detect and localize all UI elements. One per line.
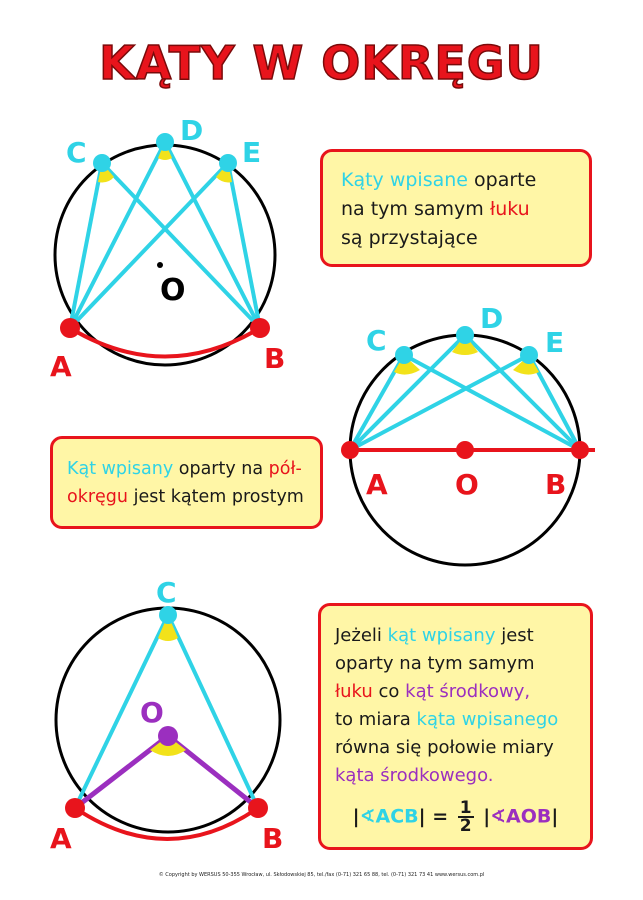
label-a-3: A [50,822,72,855]
arc-ab-3 [73,806,260,841]
label-o-1: O [160,273,186,308]
info-box-central-angle: Jeżeli kąt wpisany jest oparty na tym sa… [318,603,593,850]
inscribed-chords-3 [73,614,260,809]
label-c-1: C [66,136,87,169]
diagram-inscribed-angles-same-arc: C D E O A B [50,120,285,383]
diagram-inscribed-vs-central-angle: C O A B [50,576,283,855]
circle-1 [53,143,277,367]
label-b-2: B [545,468,566,501]
label-d-1: D [180,120,203,147]
vertices-2 [341,326,589,459]
chords-2 [348,333,582,452]
info-box-same-arc: Kąty wpisane oparte na tym samym łuku są… [320,149,592,267]
chords-1 [68,141,262,330]
label-d-2: D [480,302,503,335]
label-c-3: C [156,576,177,609]
info-box-semicircle: Kąt wpisany oparty na pół- okręgu jest k… [50,436,323,529]
label-o-2: O [455,468,479,501]
label-b-3: B [262,822,283,855]
vertices-3 [65,606,268,818]
footer-copyright: © Copyright by WERSUS 50-355 Wrocław, ul… [158,872,485,878]
label-a-1: A [50,350,72,383]
vertices-1 [60,133,270,338]
angle-marks-2 [394,335,539,375]
label-e-2: E [545,326,564,359]
label-a-2: A [366,468,388,501]
label-b-1: B [264,342,285,375]
page-title: KĄTY W OKRĘGU [98,35,544,91]
arc-ab-1 [68,326,262,359]
diagram-inscribed-angle-semicircle: C D E A O B [341,302,595,567]
label-o-3: O [140,696,164,729]
label-c-2: C [366,324,387,357]
label-e-1: E [242,136,261,169]
